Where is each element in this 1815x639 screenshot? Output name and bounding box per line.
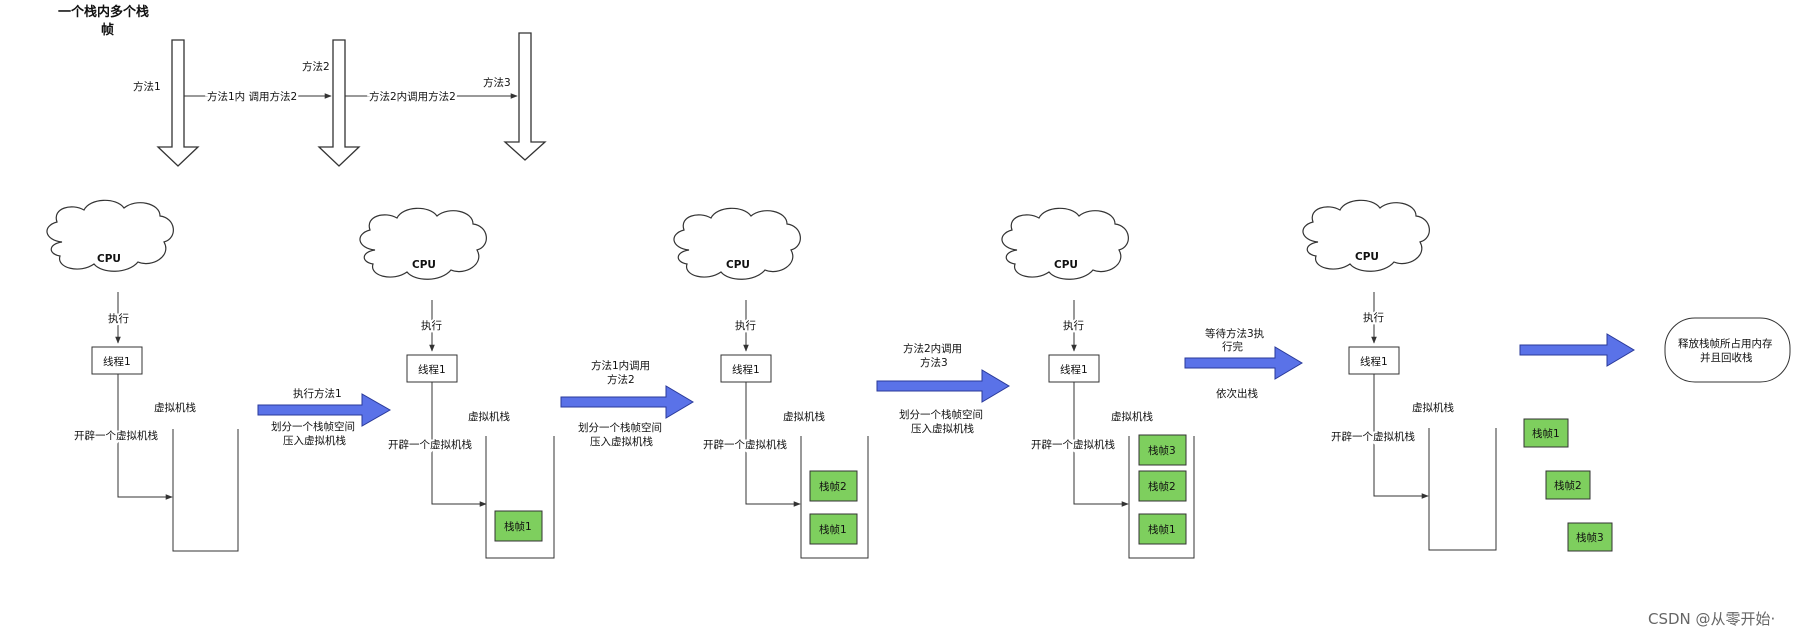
vm-stack — [172, 429, 239, 552]
cpu-label: CPU — [726, 259, 750, 271]
stack-frame-3 — [1138, 434, 1187, 466]
stack-frame-1 — [809, 513, 858, 545]
method3-downarrow — [503, 32, 547, 161]
stack-frame-2-label: 栈帧2 — [819, 480, 847, 493]
cpu-label: CPU — [412, 259, 436, 271]
arrow3-top2: 方法3 — [920, 356, 948, 369]
thread-box — [1348, 346, 1400, 375]
vm-label: 虚拟机栈 — [468, 410, 510, 423]
cpu-cloud — [46, 199, 174, 272]
popped-frame-3 — [1567, 522, 1613, 552]
popped-frame-2-label: 栈帧2 — [1554, 479, 1582, 492]
watermark: CSDN @从零开始· — [1648, 610, 1775, 628]
label-method1-call: 方法1内 调用方法2 — [207, 90, 297, 103]
popped-frame-2 — [1545, 470, 1591, 500]
release-memory-box — [1664, 317, 1791, 383]
vm-label: 虚拟机栈 — [154, 401, 196, 414]
popped-frame-3-label: 栈帧3 — [1576, 531, 1604, 544]
stack-frame-1-label: 栈帧1 — [819, 523, 847, 536]
arrow1-top: 执行方法1 — [293, 387, 342, 400]
stack-frame-1 — [494, 510, 543, 542]
method1-downarrow — [156, 39, 200, 167]
vm-stack — [800, 436, 869, 559]
label-method2: 方法2 — [302, 60, 330, 73]
stack-frame-1 — [1138, 513, 1187, 545]
exec-label: 执行 — [421, 319, 442, 332]
thread-label: 线程1 — [418, 363, 446, 376]
vm-label: 虚拟机栈 — [783, 410, 825, 423]
arrow3-top1: 方法2内调用 — [903, 342, 962, 355]
vm-stack — [1428, 428, 1497, 551]
vm-label: 虚拟机栈 — [1111, 410, 1153, 423]
arrow4-top1: 等待方法3执 — [1205, 327, 1265, 340]
stack-frame-2 — [1138, 470, 1187, 502]
cpu-cloud — [359, 207, 487, 280]
arrow3-bot1: 划分一个栈帧空间 — [899, 408, 983, 421]
open-label: 开辟一个虚拟机栈 — [1331, 430, 1415, 443]
blue-arrow-4 — [1184, 346, 1303, 380]
panel-1: CPU 执行 线程1 虚拟机栈 开辟一个虚拟机栈 — [46, 199, 239, 552]
stack-frame-3-label: 栈帧3 — [1148, 444, 1176, 457]
label-method3: 方法3 — [483, 76, 511, 89]
thread-box — [91, 346, 143, 375]
panel-2: CPU 执行 线程1 虚拟机栈 开辟一个虚拟机栈 栈帧1 — [359, 207, 555, 559]
release-line1: 释放栈帧所占用内存 — [1678, 337, 1773, 350]
thread-box — [720, 354, 772, 383]
arrow3-bot2: 压入虚拟机栈 — [911, 422, 974, 435]
arrow2-top2: 方法2 — [607, 373, 635, 386]
stack-frame-1-label: 栈帧1 — [504, 520, 532, 533]
cpu-cloud — [1302, 199, 1430, 272]
panel-5: CPU 执行 线程1 虚拟机栈 开辟一个虚拟机栈 — [1302, 199, 1497, 551]
popped-frame-1 — [1523, 418, 1569, 448]
thread-box — [1048, 354, 1100, 383]
title-line2: 帧 — [101, 22, 114, 38]
blue-arrow-1 — [257, 393, 392, 427]
arrow4-top2: 行完 — [1222, 340, 1244, 353]
stack-frame-2 — [809, 470, 858, 502]
exec-label: 执行 — [1063, 319, 1085, 332]
arrow4-bot: 依次出栈 — [1216, 387, 1258, 400]
thread-box — [406, 354, 458, 383]
arrow1-bot2: 压入虚拟机栈 — [283, 434, 346, 447]
label-method1: 方法1 — [133, 80, 161, 93]
stack-frame-1-label: 栈帧1 — [1148, 523, 1176, 536]
release-line2: 并且回收栈 — [1700, 351, 1753, 364]
thread-label: 线程1 — [1060, 363, 1088, 376]
panel-3: CPU 执行 线程1 虚拟机栈 开辟一个虚拟机栈 栈帧2 栈帧1 — [673, 207, 869, 559]
open-label: 开辟一个虚拟机栈 — [1031, 438, 1115, 451]
blue-arrow-2 — [560, 385, 694, 419]
exec-label: 执行 — [735, 319, 756, 332]
exec-label: 执行 — [1363, 311, 1385, 324]
cpu-cloud — [1001, 207, 1129, 280]
arrow2-bot2: 压入虚拟机栈 — [590, 435, 653, 448]
cpu-label: CPU — [1054, 259, 1078, 271]
title-line1: 一个栈内多个栈 — [58, 4, 149, 20]
vm-label: 虚拟机栈 — [1412, 401, 1454, 414]
open-label: 开辟一个虚拟机栈 — [703, 438, 787, 451]
open-label: 开辟一个虚拟机栈 — [388, 438, 472, 451]
exec-label: 执行 — [108, 312, 129, 325]
cpu-label: CPU — [1355, 251, 1379, 263]
open-label: 开辟一个虚拟机栈 — [74, 429, 158, 442]
method2-downarrow — [317, 39, 361, 167]
cpu-cloud — [673, 207, 801, 280]
blue-arrow-5 — [1519, 333, 1635, 367]
thread-label: 线程1 — [1360, 355, 1388, 368]
arrow2-top1: 方法1内调用 — [591, 359, 650, 372]
stack-frame-2-label: 栈帧2 — [1148, 480, 1176, 493]
vm-stack — [1128, 436, 1195, 559]
popped-frame-1-label: 栈帧1 — [1532, 427, 1560, 440]
panel-4: CPU 执行 线程1 虚拟机栈 开辟一个虚拟机栈 栈帧3 栈帧2 栈帧1 — [1001, 207, 1195, 559]
cpu-label: CPU — [97, 253, 121, 265]
arrow1-bot1: 划分一个栈帧空间 — [271, 420, 355, 433]
label-method2-call: 方法2内调用方法2 — [369, 90, 456, 103]
arrow2-bot1: 划分一个栈帧空间 — [578, 421, 662, 434]
thread-label: 线程1 — [732, 363, 760, 376]
thread-label: 线程1 — [103, 355, 131, 368]
vm-stack — [485, 436, 555, 559]
blue-arrow-3 — [876, 369, 1010, 403]
